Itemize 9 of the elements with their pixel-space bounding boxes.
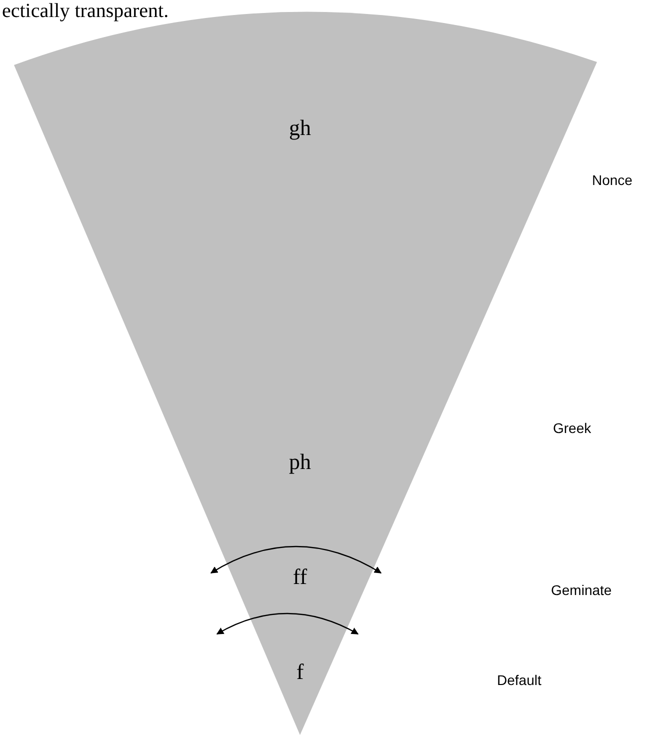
category-label: Nonce: [592, 172, 632, 188]
zone-label: gh: [289, 115, 311, 141]
category-label: Greek: [553, 420, 592, 436]
note-text: ectically transparent.: [2, 0, 169, 22]
category-label: Default: [497, 672, 542, 688]
category-label: Geminate: [551, 582, 612, 598]
zone-label: ph: [289, 449, 311, 475]
zone-label: ff: [292, 564, 308, 590]
zone-label: f: [296, 659, 304, 685]
